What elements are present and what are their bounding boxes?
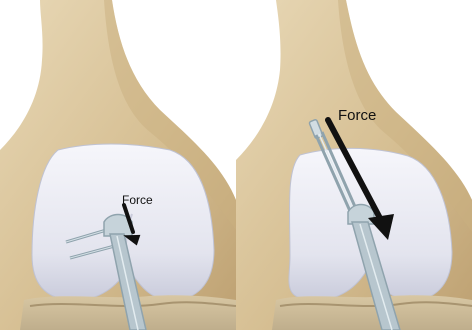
knee-drawing-right: [236, 0, 472, 330]
force-label-left: Force: [122, 194, 153, 206]
knee-illustration-right: Force: [236, 0, 472, 330]
force-label-right: Force: [338, 108, 376, 123]
knee-illustration-left: Force: [0, 0, 236, 330]
tibia-bone: [272, 295, 472, 330]
knee-drawing-left: [0, 0, 236, 330]
